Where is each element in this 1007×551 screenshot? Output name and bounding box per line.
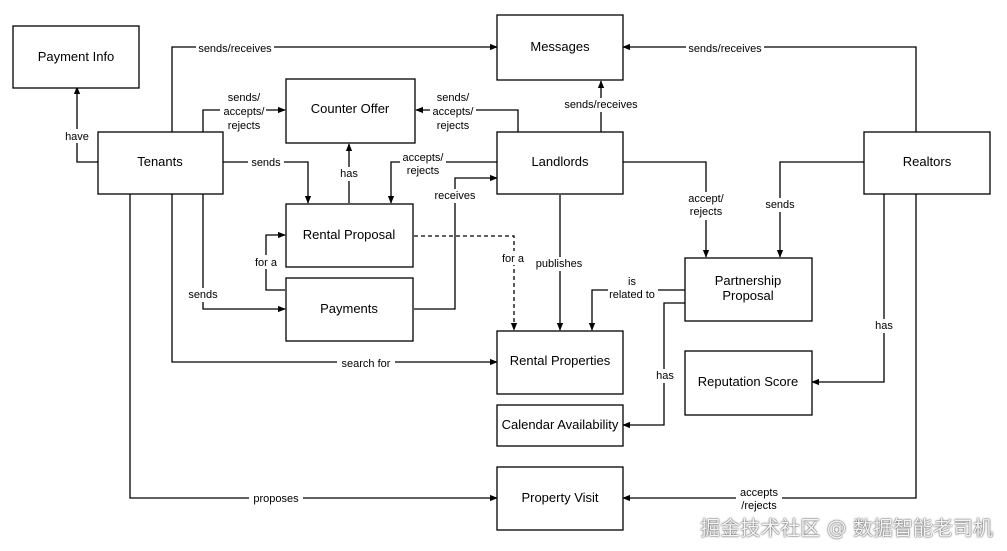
edge-label-rejects: rejects [437,120,470,132]
node-label: Landlords [531,154,589,169]
node-label: Messages [530,39,590,54]
edge-label-accepts: accepts/ [433,106,475,118]
node-label: Realtors [903,154,952,169]
edge-landlords-counter-offer: sends/ accepts/ rejects [415,90,519,132]
node-label: Rental Properties [510,353,611,368]
edge-label-for-a: for a [255,257,278,269]
nodes: Payment Info Messages Counter Offer Tena… [12,14,991,531]
edge-partnership-proposal-calendar-availability: has [622,302,685,429]
node-rental-properties[interactable]: Rental Properties [496,330,624,395]
edge-label-accept: accept/ [688,193,724,205]
edge-label-sends: sends/ [228,92,261,104]
node-label: Calendar Availability [502,417,619,432]
edge-label-rejects: rejects [690,206,723,218]
node-landlords[interactable]: Landlords [496,131,624,195]
node-label: Property Visit [521,490,598,505]
edge-label-is: is [628,276,636,288]
edge-label-accepts: accepts/ [224,106,266,118]
node-tenants[interactable]: Tenants [97,131,224,195]
edge-payments-rental-proposal: for a [251,231,286,291]
node-label-line-2: Proposal [722,288,773,303]
node-payment-info[interactable]: Payment Info [12,25,140,89]
edge-realtors-property-visit: accepts /rejects [622,194,917,512]
edge-label-proposes: proposes [253,493,299,505]
node-partnership-proposal[interactable]: Partnership Proposal [684,257,813,322]
node-calendar-availability[interactable]: Calendar Availability [496,404,624,447]
edge-tenants-payments: sends [185,194,286,313]
edge-landlords-partnership-proposal: accept/ rejects [623,161,726,258]
edge-tenants-property-visit: proposes [129,194,498,506]
edge-realtors-messages: sends/receives [622,41,917,132]
node-label-line-1: Partnership [715,273,781,288]
node-label: Counter Offer [311,101,390,116]
edge-label-has: has [656,370,674,382]
node-label: Rental Proposal [303,227,396,242]
edge-label-related-to: related to [609,289,655,301]
node-reputation-score[interactable]: Reputation Score [684,350,813,416]
edge-tenants-payment-info: have [62,86,98,163]
node-payments[interactable]: Payments [285,277,414,342]
edge-landlords-messages: sends/receives [562,80,640,132]
edge-label-rejects: /rejects [741,500,777,512]
node-label: Payments [320,301,378,316]
node-messages[interactable]: Messages [496,14,624,81]
edge-label-sends-receives: sends/receives [198,43,272,55]
edge-tenants-rental-properties: search for [171,194,498,370]
edge-label-sends-receives: sends/receives [564,99,638,111]
node-realtors[interactable]: Realtors [863,131,991,195]
edge-label-sends: sends [251,157,281,169]
edge-landlords-rental-proposal: accepts/ rejects [387,150,497,204]
edge-label-has: has [340,168,358,180]
edge-label-sends: sends/ [437,92,470,104]
edge-label-sends: sends [188,289,218,301]
edge-label-rejects: rejects [407,165,440,177]
edge-tenants-messages: sends/receives [171,41,498,132]
watermark-text: 掘金技术社区 @ 数据智能老司机 [700,516,993,540]
edge-label-sends-receives: sends/receives [688,43,762,55]
edge-label-have: have [65,131,89,143]
node-label: Payment Info [38,49,115,64]
node-property-visit[interactable]: Property Visit [496,466,624,531]
node-counter-offer[interactable]: Counter Offer [285,78,416,144]
edges: have sends/receives sends/ accepts/ reje… [62,41,917,512]
edge-rental-proposal-counter-offer: has [336,143,362,203]
edge-partnership-proposal-rental-properties: is related to [588,275,685,331]
edge-tenants-rental-proposal: sends [223,155,312,204]
node-rental-proposal[interactable]: Rental Proposal [285,203,414,268]
edge-realtors-partnership-proposal: sends [762,161,864,258]
edge-label-search-for: search for [342,358,391,370]
node-label: Reputation Score [698,374,798,389]
edge-label-rejects: rejects [228,120,261,132]
edge-realtors-reputation-score: has [811,194,898,386]
edge-label-accepts: accepts [740,487,778,499]
edge-label-has: has [875,320,893,332]
edge-payments-landlords: receives [414,174,498,310]
edge-label-receives: receives [435,190,476,202]
node-label: Tenants [137,154,183,169]
edge-rental-proposal-rental-properties: for a [414,235,528,331]
edge-label-sends: sends [765,199,795,211]
edge-tenants-counter-offer: sends/ accepts/ rejects [202,90,286,132]
edge-label-for-a: for a [502,253,525,265]
edge-label-publishes: publishes [536,258,583,270]
edge-label-accepts: accepts/ [403,152,445,164]
edge-landlords-rental-properties: publishes [532,195,586,331]
